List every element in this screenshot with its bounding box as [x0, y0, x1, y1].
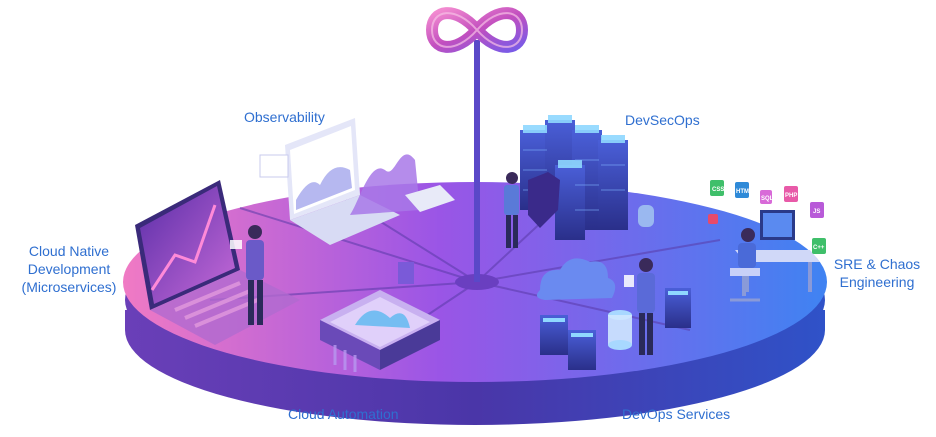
infinity-pole [426, 7, 528, 282]
shield-icon [528, 172, 560, 228]
devops-engineer-figure [624, 258, 655, 355]
chart-card [259, 154, 289, 178]
database-icon [638, 205, 654, 227]
sre-workstation: CSS HTML PHP JS SQL C++ [708, 180, 826, 302]
svg-text:C++: C++ [813, 245, 825, 251]
cpp-file-icon: C++ [812, 238, 826, 254]
server-stack [540, 288, 691, 370]
developer-figure [230, 225, 264, 325]
cloud-automation-station [320, 262, 440, 372]
svg-text:SQL: SQL [761, 196, 774, 202]
css-file-icon: CSS [710, 180, 724, 196]
calculator-device [405, 185, 455, 212]
php-file-icon: PHP [784, 186, 798, 202]
security-engineer-figure [504, 172, 519, 248]
js-file-icon: JS [810, 202, 824, 218]
infinity-icon [426, 7, 528, 53]
sre-engineer-figure [730, 228, 760, 302]
cloud-native-laptop [135, 180, 300, 345]
label-observability: Observability [244, 109, 325, 125]
svg-text:JS: JS [813, 209, 820, 215]
alert-icon [708, 214, 718, 224]
label-devops-services: DevOps Services [622, 406, 731, 422]
svg-text:HTML: HTML [736, 189, 753, 195]
observability-laptop [259, 118, 455, 245]
label-cloud-automation: Cloud Automation [288, 406, 399, 422]
html-file-icon: HTML [735, 182, 753, 198]
svg-text:CSS: CSS [712, 187, 724, 193]
devops-services-cluster [536, 258, 691, 370]
label-sre: SRE & Chaos Engineering [833, 256, 921, 290]
label-cloud-native: Cloud Native Development (Microservices) [21, 243, 117, 295]
devsecops-servers [504, 115, 654, 248]
svg-text:PHP: PHP [785, 193, 797, 199]
sql-file-icon: SQL [760, 190, 774, 204]
label-devsecops: DevSecOps [625, 112, 700, 128]
cloud-icon [536, 258, 616, 300]
robot-arm [398, 262, 414, 284]
